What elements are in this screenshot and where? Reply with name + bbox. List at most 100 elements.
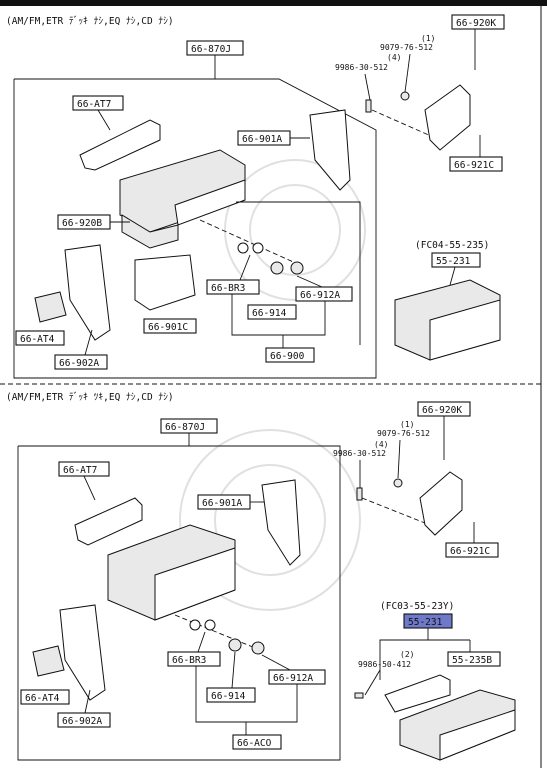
label-66-920B: 66-920B (62, 218, 102, 229)
label-box-66-921C (449, 156, 503, 172)
label-66-900: 66-900 (270, 351, 305, 362)
bracket-at4-shape (34, 291, 67, 323)
radio-unit-case (121, 214, 179, 249)
label-66-914: 66-914 (252, 308, 287, 319)
label-66-920K-b: 66-920K (422, 405, 462, 416)
bracket-902a-shape (64, 244, 111, 341)
knob-ring-b-1 (189, 619, 201, 631)
label-66-902A-b: 66-902A (62, 716, 102, 727)
knob-dash-line-b (174, 614, 261, 651)
label-66-AT4-b: 66-AT4 (25, 693, 60, 704)
leader-998650 (364, 669, 381, 696)
bracket-901a-b-shape (261, 479, 301, 566)
knob-b-2 (251, 641, 265, 655)
bracket-at7-b-shape (74, 497, 143, 546)
leader-9986-top (364, 73, 371, 101)
label-66-870J: 66-870J (191, 44, 231, 55)
label-66-902A: 66-902A (59, 358, 99, 369)
knob-dash-line (199, 219, 301, 266)
leader-66-BR3 (239, 254, 251, 281)
bracket-902a-b-shape (59, 604, 106, 701)
bolt-9986-bottom (356, 487, 363, 501)
pocket-fc03-face (439, 709, 516, 761)
knob-2 (290, 261, 304, 275)
small-n4-top: (4) (387, 53, 401, 62)
radio-unit-face (174, 179, 246, 226)
label-66-901C: 66-901C (148, 322, 188, 333)
small-n4-bottom: (4) (374, 440, 388, 449)
label-box-66-900 (265, 347, 315, 363)
bracket-920k-b-shape (419, 471, 463, 536)
label-66-920K: 66-920K (456, 18, 496, 29)
bracket-66-aco (195, 666, 298, 723)
pocket-fc04-face (429, 299, 501, 361)
leader-55-231-top (449, 266, 456, 286)
label-box-66-920K (451, 14, 505, 30)
leader-66-914-b (231, 651, 236, 689)
bracket-66-900 (231, 294, 326, 336)
top-frame (13, 78, 377, 379)
dash-top-right (371, 109, 441, 141)
small-9079-top: 9079-76-512 (380, 43, 433, 52)
knob-1 (270, 261, 284, 275)
bolt-9986-top (365, 99, 372, 113)
label-box-66-912A (295, 286, 353, 302)
small-9079-bottom: 9079-76-512 (377, 429, 430, 438)
fc04-code: (FC04-55-235) (415, 240, 489, 251)
small-n2-bottom: (2) (400, 650, 414, 659)
bracket-55-231-b (379, 628, 429, 680)
small-9986-top: 9986-30-512 (335, 63, 388, 72)
label-55-235B: 55-235B (452, 655, 492, 666)
knob-ring-2 (252, 242, 264, 254)
label-box-66-902A (54, 354, 108, 370)
bottom-frame (17, 445, 341, 761)
label-66-AT7-b: 66-AT7 (63, 465, 97, 476)
label-box-66-AT4 (15, 330, 65, 346)
label-box-66-902A-b (57, 712, 111, 728)
label-66-912A: 66-912A (300, 290, 340, 301)
bracket-at4-b-shape (32, 645, 65, 677)
label-box-66-914-b (206, 687, 256, 703)
label-55-231-b[interactable]: 55-231 (408, 617, 443, 628)
bracket-901a-shape (309, 109, 351, 191)
label-66-870J-b: 66-870J (165, 422, 205, 433)
label-66-901A-b: 66-901A (202, 498, 242, 509)
label-66-BR3: 66-BR3 (211, 283, 245, 294)
knob-group-frame (236, 201, 361, 345)
label-box-66-BR3-b (167, 651, 221, 667)
label-box-66-901C (143, 318, 197, 334)
label-55-231-top: 55-231 (436, 256, 471, 267)
label-box-66-AT4-b (20, 689, 70, 705)
bolt-998650 (354, 692, 364, 699)
small-9986-bottom: 9986-30-512 (333, 449, 386, 458)
leader-66-902A (84, 329, 93, 356)
label-66-901A: 66-901A (242, 134, 282, 145)
leader-66-BR3-b (197, 631, 206, 653)
small-n1-top: (1) (421, 34, 435, 43)
label-box-66-921C-b (445, 542, 499, 558)
bottom-section-header: (AM/FM,ETR ﾃﾞｯｷ ﾂｷ,EQ ﾅｼ,CD ﾅｼ) (6, 392, 174, 403)
knob-ring-b-2 (204, 619, 216, 631)
pocket-fc03-bracket (384, 674, 451, 713)
nut-9079-top (400, 91, 410, 101)
leader-66-912A (296, 275, 323, 288)
label-box-55-235B (447, 651, 501, 667)
label-66-921C: 66-921C (454, 160, 494, 171)
top-section-header: (AM/FM,ETR ﾃﾞｯｷ ﾅｼ,EQ ﾅｼ,CD ﾅｼ) (6, 16, 174, 27)
leader-66-AT7-b (83, 475, 96, 501)
label-66-AT4: 66-AT4 (20, 334, 55, 345)
label-66-921C-b: 66-921C (450, 546, 490, 557)
bracket-at7-shape (79, 119, 161, 171)
fc03-code: (FC03-55-23Y) (380, 601, 454, 612)
label-box-55-231-top (431, 252, 481, 268)
label-66-914-b: 66-914 (211, 691, 246, 702)
leader-66-912A-b (261, 654, 291, 671)
leader-9079-top (404, 53, 411, 93)
leader-66-902A-b (84, 689, 91, 714)
bracket-901c-shape (134, 254, 196, 311)
small-998650-bottom: 9986-50-412 (358, 660, 411, 669)
label-66-BR3-b: 66-BR3 (172, 655, 206, 666)
small-n1-bottom: (1) (400, 420, 414, 429)
label-box-66-ACO (232, 734, 282, 750)
watermark-emblem (179, 159, 366, 611)
